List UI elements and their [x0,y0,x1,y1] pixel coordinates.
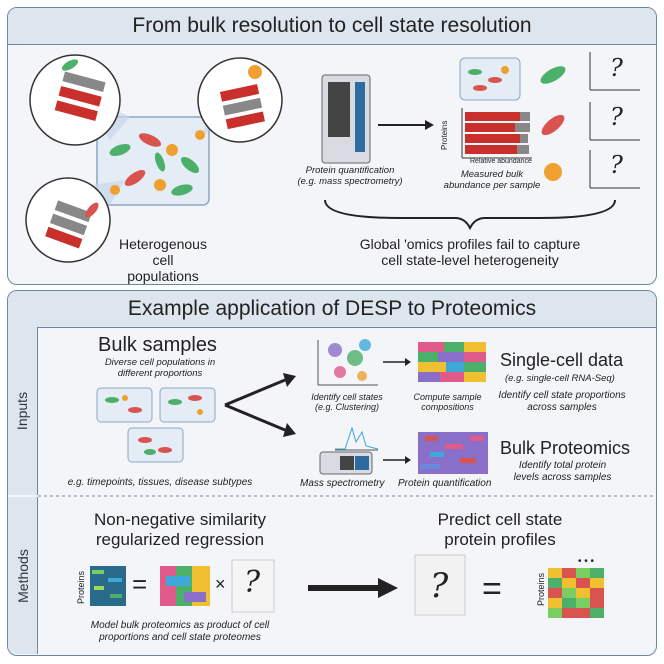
measured-line-2: abundance per sample [443,179,541,191]
times-sign: × [215,574,226,594]
bulk-sub-line-2: different proportions [117,367,203,379]
magnifier-bottom-left [25,177,111,263]
question-mark-1: ? [610,54,623,82]
model-line-1: Model bulk proteomics as product of cell [90,620,270,631]
brace [324,199,616,231]
mixed-cells [109,130,205,196]
unknown-matrix-left [231,559,275,613]
bulk-samples-title: Bulk samples [98,334,217,356]
bulk-eg-label: e.g. timepoints, tissues, disease subtyp… [67,477,253,488]
compute-line-1: Compute sample [413,392,482,402]
proteins-axis-predicted: Proteins [536,572,546,606]
measured-bulk-bars [461,108,532,159]
equals-sign-right: = [482,570,502,608]
equals-sign-left: = [132,569,148,599]
cluster-plot [317,339,378,386]
nn-line-2: regularized regression [95,529,265,549]
global-line-1: Global 'omics profiles fail to capture [359,236,581,252]
heterogenous-label: Heterogenous cell populations [108,236,218,284]
proteins-axis-bulk: Proteins [76,570,86,604]
predict-line-1: Predict cell state [437,510,563,529]
proteomics-heatmap [418,432,488,474]
global-label: Global 'omics profiles fail to capture c… [320,236,620,268]
predicted-heatmap [548,568,604,618]
compute-line-2: compositions [421,402,474,413]
green-cell [540,66,566,84]
bulk-matrix [90,566,126,606]
bulk-sample-thumbnails [96,387,216,463]
unknown-question-right: ? [430,566,449,606]
sc-title: Single-cell data [500,350,624,370]
sc-desc-line-1: Identify cell state proportions [498,390,626,401]
sc-desc: Identify cell state proportions across s… [492,390,632,413]
magnifier-top-left [29,54,121,146]
mass-spec-instrument-top [321,74,371,164]
methods-tab: Methods [8,497,38,654]
orange-cell [544,163,562,181]
mass-spec-label: Mass spectrometry [300,478,385,489]
relative-abundance-label: Relative abundance [470,158,532,165]
heterogenous-line-2: populations [127,268,199,285]
measured-label: Measured bulk abundance per sample [432,169,552,192]
sc-eg: (e.g. single-cell RNA-Seq) [505,373,615,384]
inputs-tab: Inputs [8,327,38,495]
global-line-2: cell state-level heterogeneity [381,252,559,269]
bp-desc-line-1: Identify total protein [518,460,607,471]
question-mark-2: ? [610,103,623,131]
nn-line-1: Non-negative similarity [94,510,266,529]
bp-title: Bulk Proteomics [500,438,631,458]
heterogenous-line-1: Heterogenous cell [119,236,207,269]
protein-quant-bottom-label: Protein quantification [398,478,492,489]
model-desc: Model bulk proteomics as product of cell… [55,620,305,643]
dots-predicted: • • • [578,556,595,567]
composition-matrix [418,342,486,382]
bulk-sub-label: Diverse cell populations in different pr… [90,357,230,380]
protein-quant-line-1: Protein quantification [305,165,395,176]
nn-title: Non-negative similarity regularized regr… [60,510,300,549]
predict-line-2: protein profiles [444,529,556,549]
measured-line-1: Measured bulk [460,169,524,180]
compute-label: Compute sample compositions [400,392,495,413]
predict-title: Predict cell state protein profiles [405,510,595,549]
magnifier-top-right [197,57,283,143]
bp-desc-line-2: levels across samples [513,471,612,483]
proportion-matrix [160,566,210,606]
identify-line-1: Identify cell states [311,392,383,402]
bp-desc: Identify total protein levels across sam… [505,460,620,483]
identify-line-2: (e.g. Clustering) [314,402,380,413]
identify-label: Identify cell states (e.g. Clustering) [297,392,397,413]
bulk-sub-line-1: Diverse cell populations in [104,357,216,368]
protein-quant-label: Protein quantification (e.g. mass spectr… [290,165,410,188]
bottom-title: Example application of DESP to Proteomic… [8,291,656,328]
protein-quant-line-2: (e.g. mass spectrometry) [297,175,403,187]
sc-desc-line-2: across samples [527,401,597,413]
question-mark-3: ? [610,151,623,179]
mass-spec-instrument-bottom [319,426,379,475]
model-line-2: proportions and cell state proteomes [99,631,261,643]
red-cell [541,114,565,136]
unknown-question-left: ? [244,565,261,600]
top-title: From bulk resolution to cell state resol… [8,8,656,45]
